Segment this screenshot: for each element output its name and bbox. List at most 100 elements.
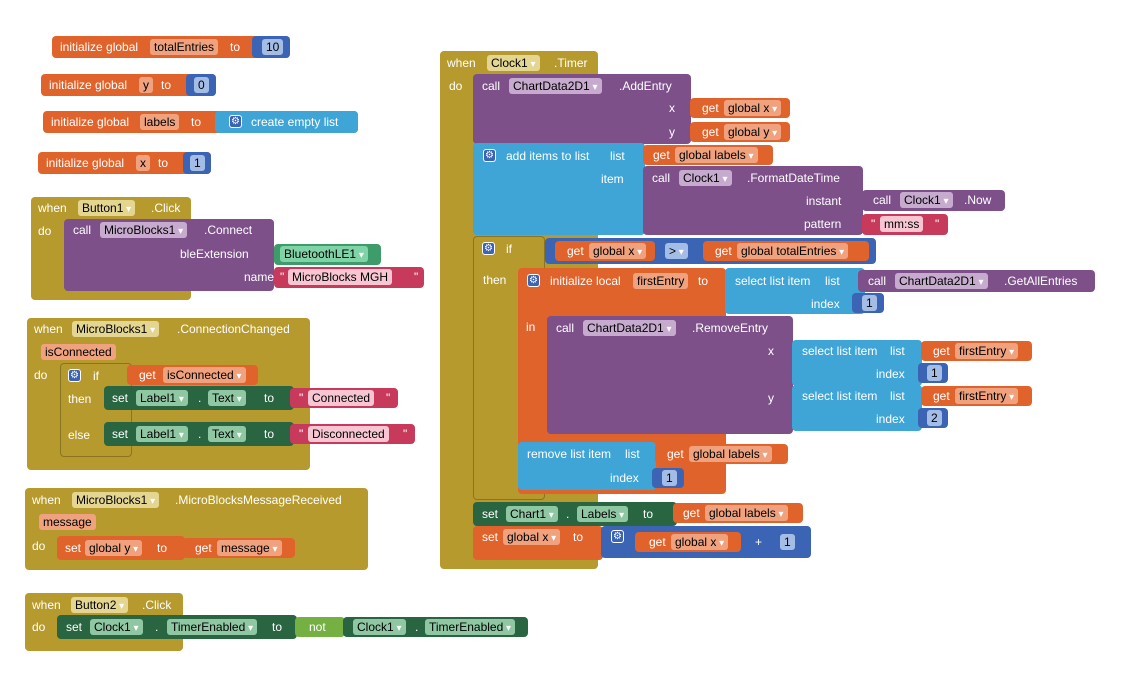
mutator-gear-icon[interactable]: ⚙	[527, 274, 540, 287]
number-field[interactable]: 10	[262, 39, 284, 55]
component-dropdown[interactable]: Clock1	[90, 619, 143, 635]
component-dropdown[interactable]: Button1	[78, 200, 136, 216]
mutator-gear-icon[interactable]: ⚙	[611, 530, 624, 543]
number-block[interactable]: 10	[252, 36, 290, 58]
number-block[interactable]: 1	[918, 363, 948, 383]
component-dropdown[interactable]: MicroBlocks1	[72, 492, 160, 508]
mutator-gear-icon[interactable]: ⚙	[68, 369, 81, 382]
variable-dropdown[interactable]: global labels	[675, 147, 758, 163]
get-global-labels-block[interactable]: get global labels	[655, 444, 788, 464]
set-clock1-timerenabled-block[interactable]: set Clock1 . TimerEnabled to	[57, 615, 297, 639]
get-global-x-block[interactable]: get global x	[635, 532, 741, 552]
variable-dropdown[interactable]: global y	[724, 124, 782, 140]
operator-dropdown[interactable]: >	[665, 243, 688, 259]
text-field[interactable]: mm:ss	[880, 216, 924, 232]
get-firstentry-block[interactable]: get firstEntry	[921, 386, 1032, 406]
variable-dropdown[interactable]: global y	[85, 540, 143, 556]
mutator-gear-icon[interactable]: ⚙	[229, 115, 242, 128]
component-dropdown[interactable]: ChartData2D1	[583, 320, 676, 336]
remove-list-item-block[interactable]: remove list item list index	[518, 442, 656, 490]
component-dropdown[interactable]: Clock1	[353, 619, 406, 635]
variable-dropdown[interactable]: message	[217, 540, 282, 556]
variable-dropdown[interactable]: global labels	[705, 505, 788, 521]
number-field[interactable]: 1	[190, 155, 205, 171]
global-name-field[interactable]: labels	[140, 114, 180, 130]
add-items-to-list-block[interactable]: ⚙ add items to list list item	[473, 143, 645, 235]
text-field[interactable]: MicroBlocks MGH	[288, 269, 393, 285]
global-name-field[interactable]: x	[136, 155, 150, 171]
select-list-item-block[interactable]: select list item list index	[725, 268, 865, 314]
set-global-x-block[interactable]: set global x to	[473, 526, 603, 560]
variable-dropdown[interactable]: global labels	[689, 446, 772, 462]
property-dropdown[interactable]: TimerEnabled	[167, 619, 258, 635]
init-global-x-block[interactable]: initialize global x to 1	[38, 152, 211, 174]
text-field[interactable]: Disconnected	[308, 426, 389, 442]
variable-dropdown[interactable]: global x	[724, 100, 782, 116]
number-block[interactable]: 1	[183, 152, 211, 174]
variable-dropdown[interactable]: global x	[589, 243, 647, 259]
global-name-field[interactable]: totalEntries	[150, 39, 219, 55]
init-global-labels-block[interactable]: initialize global labels to ⚙ create emp…	[43, 111, 358, 133]
mutator-gear-icon[interactable]: ⚙	[482, 242, 495, 255]
call-microblocks-connect-block[interactable]: call MicroBlocks1 .Connect bleExtension …	[64, 219, 274, 291]
text-string-block[interactable]: " MicroBlocks MGH "	[274, 267, 424, 288]
event-param-field[interactable]: message	[39, 514, 96, 530]
component-dropdown[interactable]: Clock1	[679, 170, 732, 186]
global-name-field[interactable]: y	[139, 77, 153, 93]
set-label1-text-connected-block[interactable]: set Label1 . Text to	[104, 386, 294, 410]
mutator-gear-icon[interactable]: ⚙	[483, 149, 496, 162]
call-clock-now-block[interactable]: call Clock1 .Now	[862, 190, 1005, 211]
init-global-totalentries-block[interactable]: initialize global totalEntries to 10	[52, 36, 290, 58]
set-global-y-block[interactable]: set global y to	[57, 536, 185, 560]
call-clock-formatdatetime-block[interactable]: call Clock1 .FormatDateTime instant patt…	[643, 166, 863, 235]
property-dropdown[interactable]: TimerEnabled	[425, 619, 516, 635]
component-dropdown[interactable]: ChartData2D1	[509, 78, 602, 94]
local-name-field[interactable]: firstEntry	[633, 273, 689, 289]
addition-block[interactable]: ⚙ get global x + 1	[601, 526, 811, 558]
select-list-item-y-block[interactable]: select list item list index	[792, 385, 922, 431]
number-field[interactable]: 1	[780, 534, 795, 550]
call-chartdata-addentry-block[interactable]: call ChartData2D1 .AddEntry x y	[473, 74, 691, 144]
number-block[interactable]: 0	[186, 74, 216, 96]
set-label1-text-disconnected-block[interactable]: set Label1 . Text to	[104, 422, 294, 446]
get-global-x-block[interactable]: get global x	[690, 98, 790, 118]
variable-dropdown[interactable]: isConnected	[163, 367, 246, 383]
number-block[interactable]: 1	[652, 468, 684, 488]
get-global-labels-block[interactable]: get global labels	[643, 145, 773, 165]
create-empty-list-block[interactable]: ⚙ create empty list	[215, 111, 358, 133]
get-clock1-timerenabled-block[interactable]: Clock1 . TimerEnabled	[343, 617, 528, 637]
get-message-block[interactable]: get message	[183, 538, 295, 558]
component-dropdown[interactable]: ChartData2D1	[895, 273, 988, 289]
get-firstentry-block[interactable]: get firstEntry	[921, 341, 1032, 361]
set-chart1-labels-block[interactable]: set Chart1 . Labels to	[473, 502, 677, 526]
component-dropdown[interactable]: MicroBlocks1	[100, 222, 188, 238]
property-dropdown[interactable]: Labels	[577, 506, 629, 522]
text-string-block[interactable]: " mm:ss "	[862, 214, 948, 235]
component-dropdown[interactable]: Chart1	[506, 506, 558, 522]
text-field[interactable]: Connected	[308, 390, 375, 406]
compare-block[interactable]: get global x > get global totalEntries	[545, 238, 876, 264]
get-isconnected-block[interactable]: get isConnected	[127, 365, 258, 385]
variable-dropdown[interactable]: global x	[671, 534, 729, 550]
call-chartdata-getallentries-block[interactable]: call ChartData2D1 .GetAllEntries	[858, 270, 1095, 292]
variable-dropdown[interactable]: global totalEntries	[737, 243, 849, 259]
component-dropdown[interactable]: Label1	[136, 426, 188, 442]
get-global-totalentries-block[interactable]: get global totalEntries	[703, 241, 869, 261]
property-dropdown[interactable]: Text	[208, 390, 246, 406]
component-dropdown[interactable]: Label1	[136, 390, 188, 406]
number-field[interactable]: 1	[927, 365, 942, 381]
variable-dropdown[interactable]: firstEntry	[955, 388, 1019, 404]
call-chartdata-removeentry-block[interactable]: call ChartData2D1 .RemoveEntry x y	[547, 316, 793, 434]
ble-dropdown[interactable]: BluetoothLE1	[280, 246, 368, 262]
not-block[interactable]: not	[295, 617, 345, 637]
bluetooth-component-block[interactable]: BluetoothLE1	[274, 244, 381, 265]
text-string-block[interactable]: " Disconnected "	[290, 424, 415, 444]
variable-dropdown[interactable]: global x	[503, 529, 561, 545]
number-block[interactable]: 1	[771, 532, 803, 552]
text-string-block[interactable]: " Connected "	[290, 388, 398, 408]
select-list-item-x-block[interactable]: select list item list index	[792, 340, 922, 386]
number-field[interactable]: 1	[662, 470, 677, 486]
init-global-y-block[interactable]: initialize global y to 0	[41, 74, 216, 96]
variable-dropdown[interactable]: firstEntry	[955, 343, 1019, 359]
component-dropdown[interactable]: Clock1	[487, 55, 540, 71]
